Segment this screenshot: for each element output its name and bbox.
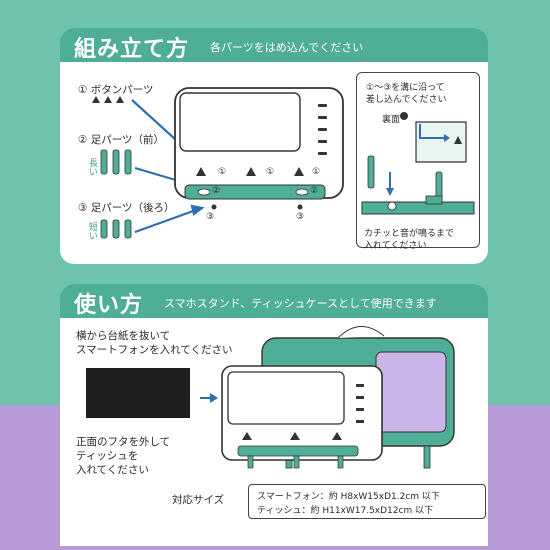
assembly-header: 組み立て方 各パーツをはめ込んでください	[60, 28, 488, 62]
usage-subtitle: スマホスタンド、ティッシュケースとして使用できます	[164, 297, 437, 310]
marker-3a: ③	[206, 212, 215, 222]
assembly-title: 組み立て方	[74, 37, 190, 62]
step1-line1: 横から台紙を抜いて	[76, 330, 171, 342]
spec-tissue: ティッシュ：約 H11xW17.5xD12cm 以下	[257, 506, 434, 516]
step2-line2: ティッシュを	[76, 450, 139, 462]
back-label: 裏面	[382, 115, 401, 125]
inset-text-1: ①～③を溝に沿って	[366, 83, 445, 93]
inset-illustration	[361, 112, 475, 215]
click-text-2: 入れてください	[364, 241, 427, 251]
marker-1a: ①	[218, 167, 227, 177]
step2-line1: 正面のフタを外して	[76, 436, 171, 448]
leg-front-label: ② 足パーツ（前）	[78, 134, 165, 146]
long-label: 長い	[87, 158, 97, 176]
button-parts-label: ① ボタンパーツ	[78, 84, 154, 96]
inset-text-2: 差し込んでください	[366, 95, 447, 105]
compat-label: 対応サイズ	[172, 494, 225, 506]
click-text-1: カチッと音が鳴るまで	[364, 229, 455, 239]
marker-1c: ①	[312, 167, 321, 177]
spec-phone: スマートフォン：約 H8xW15xD1.2cm 以下	[257, 492, 440, 502]
short-label: 短い	[87, 222, 97, 240]
spec-box: スマートフォン：約 H8xW15xD1.2cm 以下 ティッシュ：約 H11xW…	[248, 484, 486, 519]
assembly-subtitle: 各パーツをはめ込んでください	[210, 41, 364, 54]
leg-back-label: ③ 足パーツ（後ろ）	[78, 202, 175, 214]
marker-2a: ②	[212, 186, 221, 196]
marker-2b: ②	[310, 186, 319, 196]
step2-line3: 入れてください	[76, 464, 149, 476]
marker-3b: ③	[296, 212, 305, 222]
marker-1b: ①	[266, 167, 275, 177]
usage-header: 使い方 スマホスタンド、ティッシュケースとして使用できます	[60, 284, 488, 318]
usage-title: 使い方	[74, 293, 144, 318]
step1-line2: スマートフォンを入れてください	[76, 344, 233, 356]
